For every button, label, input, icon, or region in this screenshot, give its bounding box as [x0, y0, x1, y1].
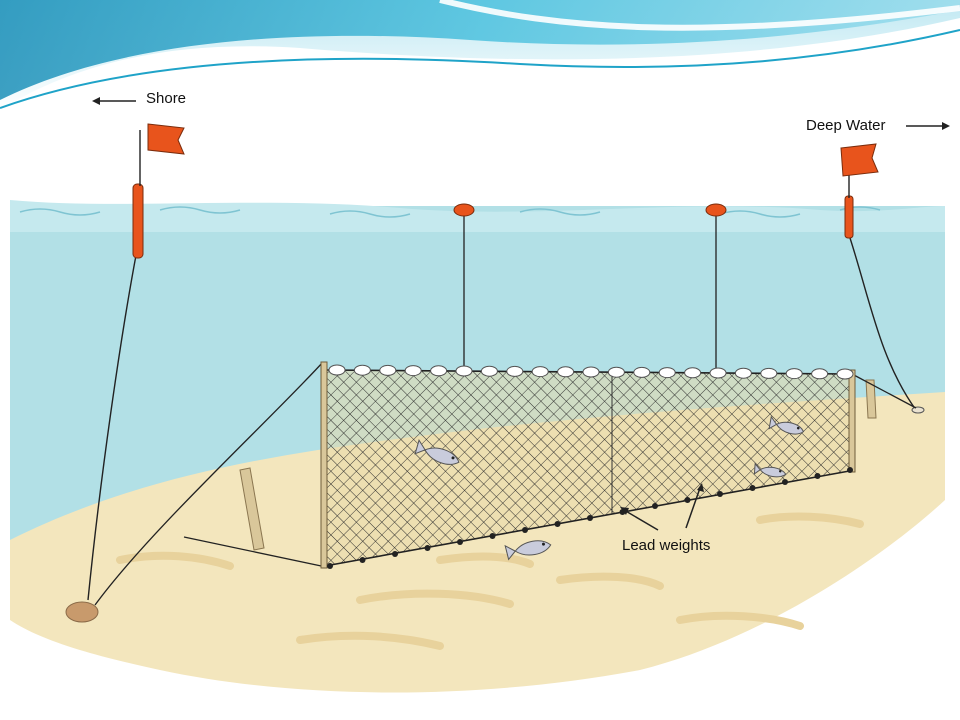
lead-weight: [359, 557, 366, 563]
lead-weights: [327, 467, 853, 569]
callout-arrows: [92, 97, 950, 531]
shore-label: Shore: [146, 90, 187, 107]
support-stakes: [94, 361, 917, 606]
cork-float: [328, 364, 346, 376]
lead-weight: [489, 533, 496, 539]
lead-weight: [522, 527, 528, 533]
cork-float: [480, 365, 498, 377]
buoy-icon: [453, 203, 475, 217]
cork-float: [430, 365, 448, 377]
cork-float: [506, 365, 524, 377]
lead-weight: [717, 491, 723, 497]
fish-icon: [768, 415, 805, 435]
rock-anchor-icon: [911, 406, 925, 414]
cork-floats: [328, 364, 854, 380]
lead-weights-label: Lead weights: [622, 537, 711, 554]
lead-weight: [424, 545, 431, 551]
fish-group: [414, 415, 805, 561]
fish-icon: [504, 540, 552, 561]
cork-float: [531, 366, 549, 378]
lead-weight: [392, 551, 398, 557]
fish-icon: [753, 462, 787, 478]
cork-float: [836, 368, 854, 380]
lead-weight: [554, 521, 561, 527]
cork-float: [658, 367, 676, 379]
lead-weight: [457, 539, 463, 545]
buoy-icon: [705, 203, 727, 217]
cork-float: [404, 365, 422, 377]
cork-float: [684, 367, 702, 379]
net-pole: [848, 369, 856, 473]
cork-float: [785, 368, 803, 380]
lead-weight: [684, 497, 691, 503]
cork-float: [734, 367, 752, 379]
header-swoosh: [0, 0, 960, 110]
surface-buoys: [453, 203, 727, 370]
marker-pole: [132, 183, 144, 259]
cork-float: [811, 368, 829, 380]
net-pole: [320, 361, 328, 569]
lead-weight: [652, 503, 658, 509]
cork-float: [709, 367, 727, 379]
flag-icon: [840, 143, 879, 177]
weights-pointer: [685, 487, 701, 529]
cork-float: [633, 366, 651, 378]
lead-weight: [782, 479, 788, 485]
cork-float: [557, 366, 575, 378]
cork-float: [760, 367, 778, 379]
cork-float: [607, 366, 625, 378]
cork-float: [582, 366, 600, 378]
deep-marker: [840, 143, 925, 414]
flag-icon: [147, 123, 185, 155]
deep-water-label: Deep Water: [806, 117, 886, 134]
lead-weight: [749, 485, 756, 491]
fish-icon: [414, 438, 460, 465]
gill-net: [320, 361, 856, 569]
marker-pole: [844, 195, 854, 239]
rock-anchor-icon: [65, 601, 99, 623]
cork-float: [455, 365, 473, 377]
lead-weight: [814, 473, 821, 479]
cork-float: [379, 364, 397, 376]
weights-pointer: [623, 509, 659, 531]
lead-weight: [327, 563, 333, 569]
shore-marker: [65, 123, 185, 623]
lead-weight: [847, 467, 853, 473]
lead-weight: [587, 515, 593, 521]
cork-float: [353, 364, 371, 376]
